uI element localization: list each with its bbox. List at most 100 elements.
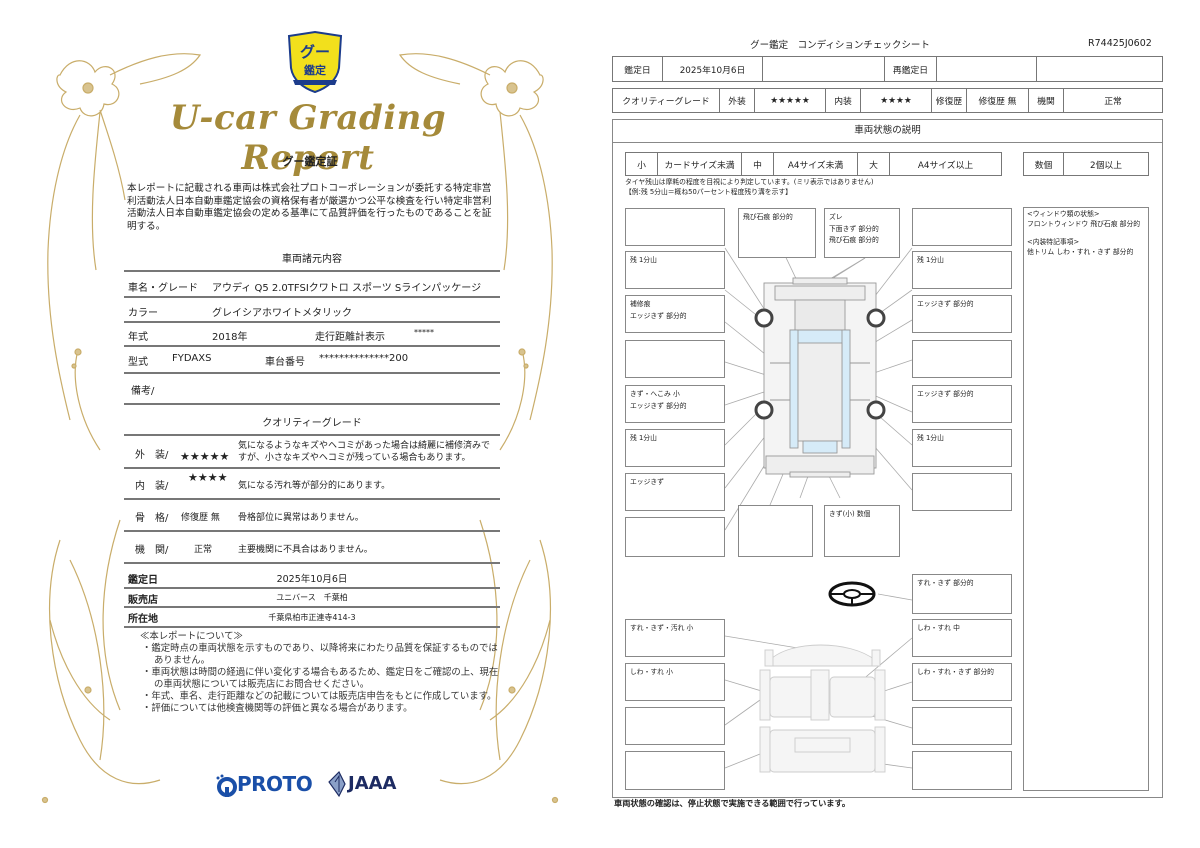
spec-chassis-label: 車台番号 [265, 357, 305, 368]
spec-year-value: 2018年 [212, 332, 248, 343]
exterior-note-box [625, 340, 725, 378]
spec-model-label: 型式 [128, 357, 148, 368]
grade-repair-value: 修復歴 無 [966, 88, 1029, 113]
interior-notes-title: <内装特記事項> [1027, 238, 1080, 246]
divider [124, 345, 500, 347]
divider [124, 606, 500, 608]
spec-name-label: 車名・グレード [128, 283, 198, 294]
exterior-note-box [625, 208, 725, 246]
divider [124, 467, 500, 469]
proto-logo-text: PROTO [237, 772, 313, 796]
grade-repair-label: 修復歴 [931, 88, 967, 113]
reinspect-blank [1036, 56, 1163, 82]
spec-mileage-value: ***** [414, 328, 434, 337]
sheet-title: グー鑑定 コンディションチェックシート [750, 40, 930, 51]
exterior-note-box: エッジきず [625, 473, 725, 511]
grade-interior-stars: ★★★★ [860, 88, 932, 113]
window-condition-title: <ウィンドウ類の状態> [1027, 210, 1100, 218]
spec-chassis-value: **************200 [319, 353, 409, 364]
note-item: ・車両状態は時間の経過に伴い変化する場合もあるため、鑑定日をご確認の上、現在の車… [142, 667, 499, 690]
legend-large: 大 [857, 152, 890, 176]
legend-several: 数個 [1023, 152, 1064, 176]
spec-name-value: アウディ Q5 2.0TFSIクワトロ スポーツ Sラインパッケージ [212, 283, 482, 294]
exterior-note-box [912, 208, 1012, 246]
size-legend-table: 小 カードサイズ未満 中 A4サイズ未満 大 A4サイズ以上 [625, 152, 1002, 176]
tire-note-line: タイヤ残山は摩耗の程度を目視により判定しています。(ミリ表示ではありません) [625, 178, 874, 186]
notes-title: ≪本レポートについて≫ [140, 631, 243, 642]
info-date-value: 2025年10月6日 [276, 574, 348, 585]
quality-engine-label: 機 関/ [135, 545, 169, 556]
info-address-label: 所在地 [128, 614, 158, 625]
badge-bottom-text: 鑑定 [304, 63, 326, 77]
date-label: 鑑定日 [612, 56, 663, 82]
grade-exterior-stars: ★★★★★ [754, 88, 826, 113]
info-address-value: 千葉県柏市正連寺414-3 [268, 613, 356, 622]
spec-row-name: 車名・グレード アウディ Q5 2.0TFSIクワトロ スポーツ Sラインパッケ… [128, 279, 481, 294]
interior-note-box: すれ・きず・汚れ 小 [625, 619, 725, 657]
certificate-heading: グー鑑定証 [282, 155, 338, 168]
exterior-note-box [912, 340, 1012, 378]
date-blank [762, 56, 885, 82]
inspection-date-table: 鑑定日 2025年10月6日 再鑑定日 [612, 56, 1163, 82]
legend-small-desc: カードサイズ未満 [657, 152, 742, 176]
sponsor-logos: PROTO JAAA [215, 768, 415, 802]
jaaa-logo-text: JAAA [348, 773, 397, 794]
interior-notes-value: 他トリム しわ・すれ・きず 部分的 [1027, 247, 1134, 256]
exterior-note-box: エッジきず 部分的 [912, 295, 1012, 333]
quality-frame-label: 骨 格/ [135, 513, 169, 524]
quality-frame-value: 修復歴 無 [181, 513, 220, 523]
note-item: ・鑑定時点の車両状態を示すものであり、以降将来にわたり品質を保証するものではあり… [142, 643, 498, 666]
exterior-note-box [738, 505, 813, 557]
legend-medium-desc: A4サイズ未満 [773, 152, 858, 176]
spec-color-value: グレイシアホワイトメタリック [212, 308, 352, 319]
grade-label: クオリティーグレード [612, 88, 720, 113]
spec-year-label: 年式 [128, 332, 148, 343]
spec-remarks-label: 備考/ [131, 386, 155, 397]
sheet-id: R74425J0602 [1088, 38, 1152, 49]
quality-heading: クオリティーグレード [262, 418, 362, 429]
interior-note-box [625, 751, 725, 790]
info-dealer-label: 販売店 [128, 595, 158, 606]
interior-note-box: すれ・きず 部分的 [912, 574, 1012, 614]
date-value: 2025年10月6日 [662, 56, 763, 82]
legend-several-desc: 2個以上 [1063, 152, 1149, 176]
grade-exterior-label: 外装 [719, 88, 755, 113]
divider [124, 270, 500, 272]
note-item: ・年式、車名、走行距離などの記載については販売店申告をもとに作成しています。 [142, 691, 497, 702]
condition-description-heading: 車両状態の説明 [612, 119, 1163, 143]
divider [124, 321, 500, 323]
certificate-statement: 本レポートに記載される車両は株式会社プロトコーポレーションが委託する特定非営利活… [127, 183, 492, 232]
exterior-note-box: エッジきず 部分的 [912, 385, 1012, 423]
info-dealer-value: ユニバース 千葉柏 [276, 593, 348, 602]
window-condition-value: フロントウィンドウ 飛び石痕 部分的 [1027, 219, 1141, 228]
legend-medium: 中 [741, 152, 774, 176]
divider [124, 372, 500, 374]
exterior-note-box [625, 517, 725, 557]
spec-row-color: カラー グレイシアホワイトメタリック [128, 304, 352, 319]
spec-color-label: カラー [128, 308, 158, 319]
interior-note-box [625, 707, 725, 745]
tire-note-line: 【例:残 5分山＝概ね50パーセント程度残り溝を示す】 [625, 187, 792, 196]
divider [124, 562, 500, 564]
goo-kantei-shield-logo: グー 鑑定 [287, 30, 343, 94]
special-notes-panel: <ウィンドウ類の状態> フロントウィンドウ 飛び石痕 部分的 <内装特記事項> … [1023, 207, 1149, 791]
grade-engine-value: 正常 [1063, 88, 1163, 113]
info-date-label: 鑑定日 [128, 575, 158, 586]
divider [124, 626, 500, 628]
quality-exterior-desc: 気になるようなキズやヘコミがあった場合は綺麗に補修済みですが、小さなキズやヘコミ… [238, 441, 491, 463]
divider [124, 587, 500, 589]
reinspect-label: 再鑑定日 [884, 56, 937, 82]
exterior-note-box: 残 1分山 [625, 429, 725, 467]
quality-frame-desc: 骨格部位に異常はありません。 [238, 513, 364, 523]
reinspect-value [936, 56, 1037, 82]
legend-large-desc: A4サイズ以上 [889, 152, 1002, 176]
spec-mileage-label: 走行距離計表示 [315, 332, 385, 343]
grade-interior-label: 内装 [825, 88, 861, 113]
gold-floral-ornament [41, 53, 559, 804]
exterior-note-box: 残 1分山 [912, 429, 1012, 467]
specs-heading: 車両諸元内容 [282, 254, 342, 265]
interior-note-box: しわ・すれ・きず 部分的 [912, 663, 1012, 701]
divider [124, 296, 500, 298]
exterior-note-box: ズレ 下面きず 部分的 飛び石痕 部分的 [824, 208, 900, 258]
quality-exterior-stars: ★★★★★ [180, 450, 230, 463]
